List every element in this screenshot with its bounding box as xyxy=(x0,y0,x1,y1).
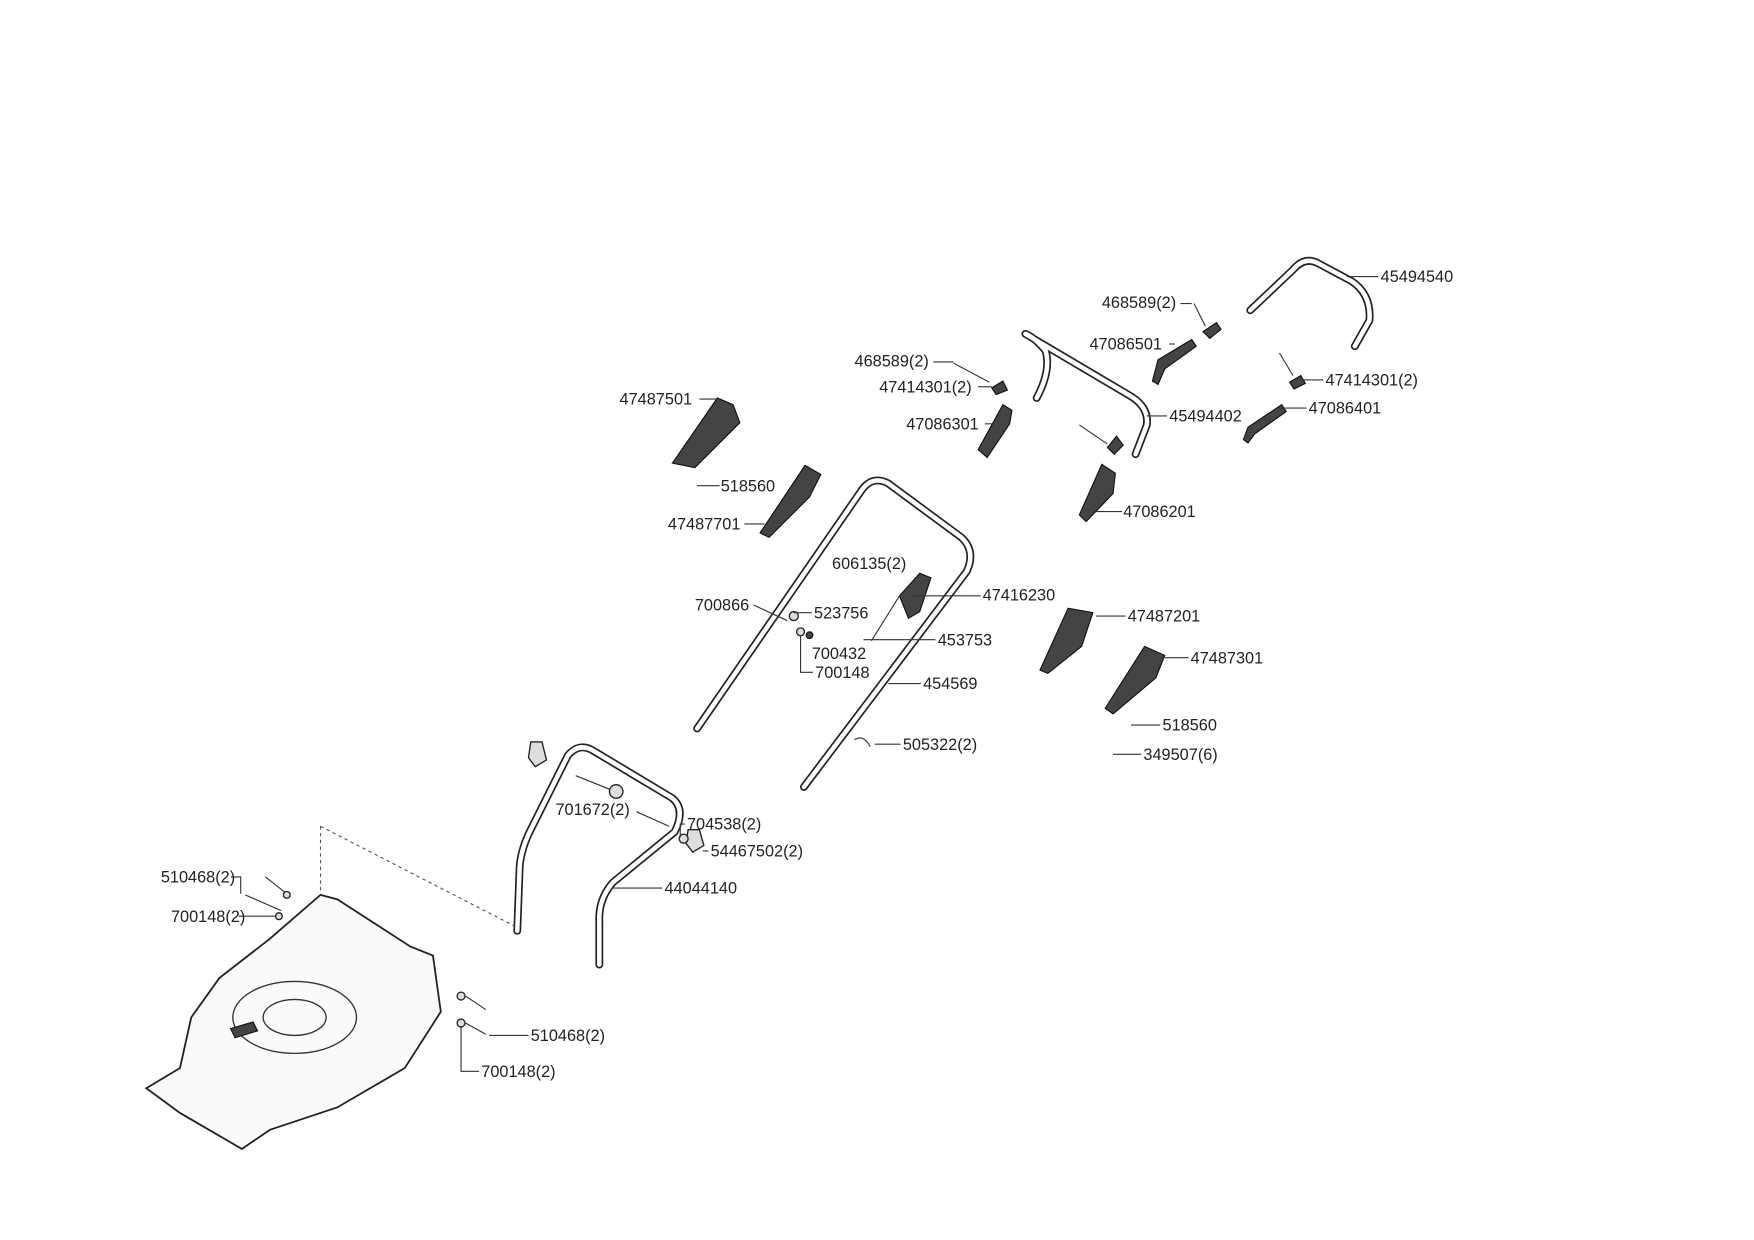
label-47086501: 47086501 xyxy=(1089,336,1162,354)
label-704538: 704538(2) xyxy=(687,816,761,834)
label-45494402: 45494402 xyxy=(1169,408,1242,426)
label-47487701: 47487701 xyxy=(668,516,741,534)
label-349507: 349507(6) xyxy=(1143,746,1217,764)
label-47416230: 47416230 xyxy=(983,586,1056,604)
label-47086401: 47086401 xyxy=(1309,400,1382,418)
bail-bar-part xyxy=(1021,329,1151,459)
label-510468-b: 510468(2) xyxy=(531,1027,605,1045)
label-523756: 523756 xyxy=(814,604,868,622)
label-700148-a: 700148(2) xyxy=(171,908,245,926)
mower-deck xyxy=(144,825,518,1151)
label-47086301: 47086301 xyxy=(906,415,979,433)
leader-lines xyxy=(230,275,1379,1072)
label-454569: 454569 xyxy=(923,675,977,693)
label-44044140: 44044140 xyxy=(665,880,738,898)
label-47487301: 47487301 xyxy=(1191,649,1264,667)
label-453753: 453753 xyxy=(938,631,992,649)
label-700148: 700148 xyxy=(815,664,869,682)
label-47487201: 47487201 xyxy=(1128,608,1201,626)
label-700432: 700432 xyxy=(812,645,866,663)
label-510468-a: 510468(2) xyxy=(161,869,235,887)
small-parts xyxy=(244,303,1307,1035)
label-518560-b: 518560 xyxy=(1163,717,1217,735)
label-468589-left: 468589(2) xyxy=(855,352,929,370)
part-labels: 45494540 468589(2) 47086501 47414301(2) … xyxy=(161,268,1453,1081)
label-47414301-left: 47414301(2) xyxy=(879,378,971,396)
label-505322: 505322(2) xyxy=(903,736,977,754)
lower-handle-part xyxy=(513,743,684,969)
label-518560-a: 518560 xyxy=(721,477,775,495)
label-468589-right: 468589(2) xyxy=(1102,294,1176,312)
label-54467502: 54467502(2) xyxy=(711,843,803,861)
label-606135: 606135(2) xyxy=(832,555,906,573)
label-47414301-right: 47414301(2) xyxy=(1326,372,1418,390)
label-700866: 700866 xyxy=(695,596,749,614)
upper-bar-part xyxy=(1246,256,1374,351)
label-700148-b: 700148(2) xyxy=(481,1063,555,1081)
label-701672: 701672(2) xyxy=(555,801,629,819)
upper-handle-part xyxy=(693,476,975,791)
label-47086201: 47086201 xyxy=(1123,503,1196,521)
label-47487501: 47487501 xyxy=(620,391,693,409)
label-45494540: 45494540 xyxy=(1381,268,1454,286)
